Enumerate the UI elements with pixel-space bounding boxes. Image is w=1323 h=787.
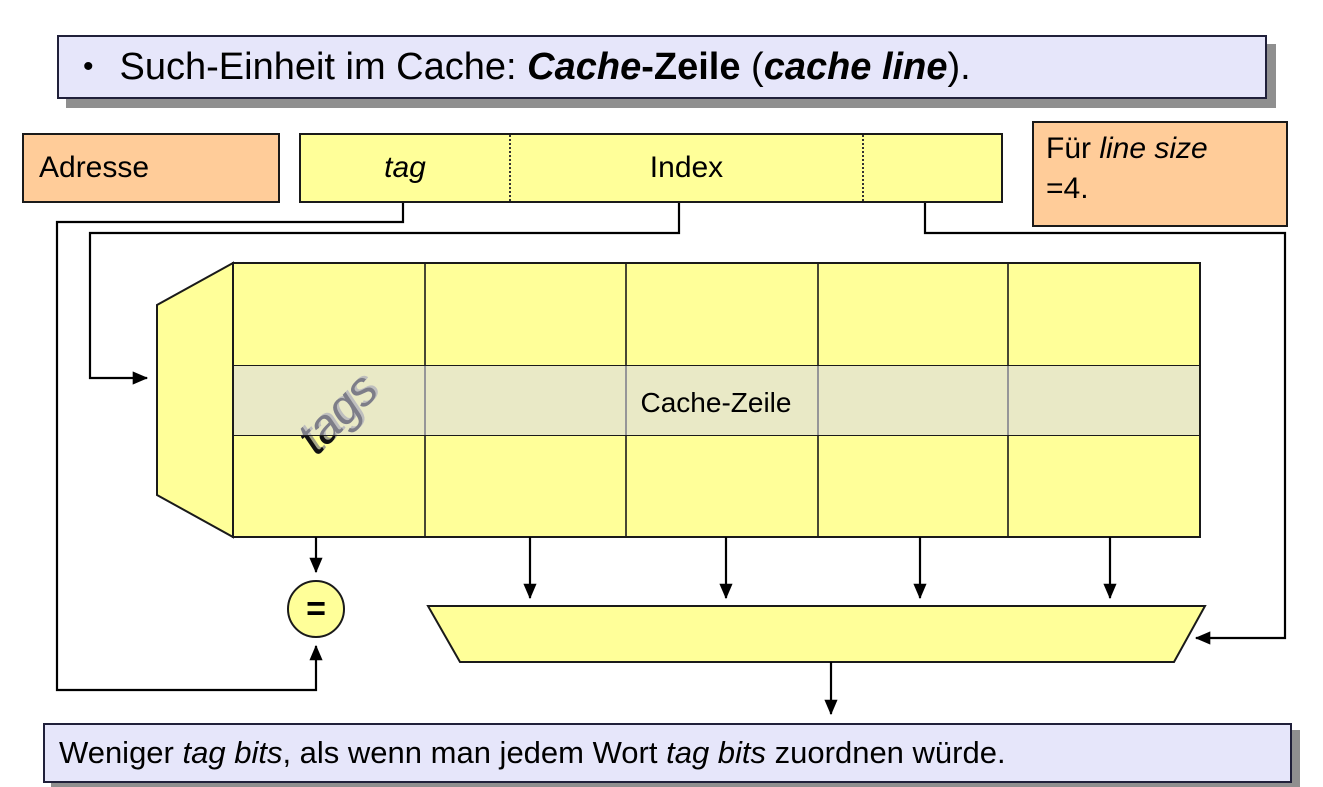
footer-run: Weniger: [59, 735, 183, 770]
title-run: Cache: [527, 45, 642, 88]
index-segment-label: Index: [649, 151, 724, 184]
title-run: ).: [947, 45, 971, 88]
footer-run: tag bits: [182, 735, 283, 770]
line-size-note-line1: Für line size: [1046, 129, 1286, 169]
address-segment-offset: [864, 135, 1001, 201]
title-run: Such-Einheit im Cache:: [119, 45, 528, 88]
tag-segment-label: tag: [384, 151, 426, 184]
line-size-note-line2: =4.: [1046, 171, 1089, 205]
connector-lines: [55, 203, 1287, 716]
offset-to-mux-arrow: [923, 203, 1287, 645]
address-segment-tag: tag: [301, 135, 511, 201]
footer-run: , als wenn man jedem Wort: [282, 735, 667, 770]
mux-trapezoid: [426, 605, 1207, 663]
address-segment-index: Index: [511, 135, 864, 201]
footer-run: tag bits: [666, 735, 767, 770]
title-run: -Zeile: [641, 45, 741, 88]
address-label: Adresse: [39, 151, 150, 184]
index-to-array-arrow: [88, 203, 681, 385]
line-size-note-box: Für line size =4.: [1032, 121, 1288, 227]
title-box: • Such-Einheit im Cache: Cache-Zeile (ca…: [57, 35, 1267, 99]
address-bitfield: tag Index: [299, 133, 1003, 203]
address-label-box: Adresse: [22, 133, 280, 203]
footer-box: Weniger tag bits, als wenn man jedem Wor…: [43, 723, 1292, 783]
equals-symbol: =: [306, 590, 326, 628]
footer-text: Weniger tag bits, als wenn man jedem Wor…: [59, 735, 1006, 771]
comparator-circle: [287, 580, 345, 638]
title-text: Such-Einheit im Cache: Cache-Zeile (cach…: [120, 46, 971, 89]
note-run: line size: [1099, 132, 1208, 165]
footer-run: zuordnen würde.: [766, 735, 1006, 770]
cache-row-highlight: [233, 365, 1200, 436]
title-run: cache line: [763, 45, 948, 88]
note-run: Für: [1046, 132, 1100, 165]
bullet-icon: •: [83, 50, 94, 83]
cache-line-label: Cache-Zeile: [640, 387, 792, 418]
tag-to-comparator-arrow: [55, 203, 405, 692]
title-run: (: [740, 45, 764, 88]
